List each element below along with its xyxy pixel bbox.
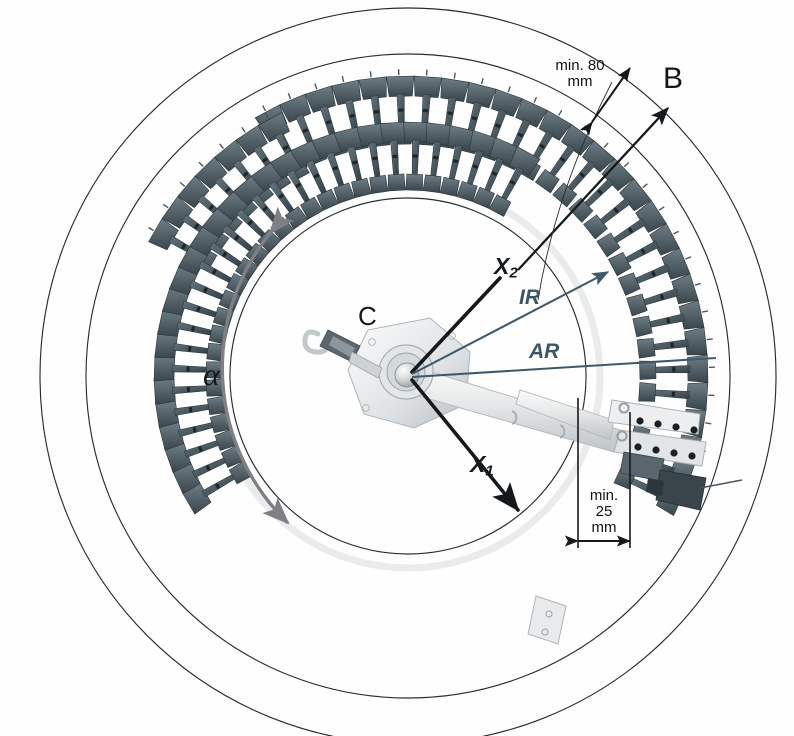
chain-link [379,121,407,192]
dimension-min25 [564,398,631,548]
chain-link [534,123,595,194]
hub-plate-hole-1 [368,338,376,346]
label-alpha: α [203,356,220,392]
chain-link [356,122,389,194]
label-b: B [663,62,684,95]
outer-circle [39,7,777,736]
alpha-rotation-arc [220,206,295,525]
chain-link [290,139,339,211]
hub-plate-hole-2 [448,332,456,340]
min80-arrow [579,67,631,137]
fixed-tab-lower [527,595,567,645]
chain-link [596,199,667,258]
bracket-pivot-1 [618,402,630,414]
label-x2: X2 [494,254,518,281]
chain-link [311,131,355,204]
chain-link [422,122,454,194]
reference-circles [39,7,777,736]
label-ir: IR [519,286,540,309]
chain-link [488,146,541,217]
label-x2-base: X [494,253,510,279]
arm-slot-2 [559,424,566,439]
chain-link [636,327,713,359]
mid-circle [85,53,731,699]
label-c: C [358,301,377,331]
fixed-end-bracket-lower [527,595,567,645]
chain-link [552,140,616,208]
inner-circle [229,197,587,555]
moving-end-bracket [607,399,743,511]
x2-leader [410,276,502,374]
ir-leader [411,271,610,375]
label-min-25: min. 25 mm [589,487,619,536]
label-x1: X1 [470,452,494,479]
chain-link [608,223,680,277]
chain-link [153,354,223,382]
chain-link [333,126,372,199]
chain-link [568,158,635,223]
chain-link [439,125,476,197]
fixed-tab-hole-a [545,610,553,618]
cable-hook [302,329,331,355]
dimension-min80 [579,67,631,137]
chain-link [269,149,324,220]
connector-block-face [329,336,355,357]
arm-slot-1 [511,410,518,425]
energy-chain [148,69,715,572]
callout-lines [410,81,717,512]
bracket-wire [699,479,743,489]
chain-link [154,331,225,362]
alpha-arc [220,206,295,525]
ar-leader [411,356,717,379]
chain-link [456,130,499,202]
b-leader [517,106,669,271]
chain-link [168,264,241,312]
chain-link [632,299,709,338]
label-x2-sub: 2 [509,264,518,282]
chain-link [638,382,715,411]
connector-shank [348,351,383,379]
hub-plate-hole-4 [362,404,370,412]
bracket-plate-lower [613,429,707,467]
chain-link [189,224,259,281]
fixed-tab-hole-b [541,628,549,636]
bracket-tail-nub [646,478,664,496]
label-x1-base: X [470,451,486,477]
bracket-bolt-row-lower [634,443,696,460]
chain-link [626,273,701,317]
label-min-80: min. 80 mm [555,57,605,90]
chain-link [583,178,652,240]
bracket-pivot-2 [616,430,628,442]
chain-link [618,247,692,296]
bracket-bolt-row-upper [636,417,698,434]
chain-link [158,412,231,451]
chain-link [639,354,715,383]
label-x1-sub: 1 [485,462,494,480]
chain-link [403,121,430,191]
center-hub-assembly [302,317,621,453]
x1-leader [410,378,520,512]
chain-link [154,395,227,429]
chain-link [164,429,236,473]
label-ar: AR [529,340,560,363]
